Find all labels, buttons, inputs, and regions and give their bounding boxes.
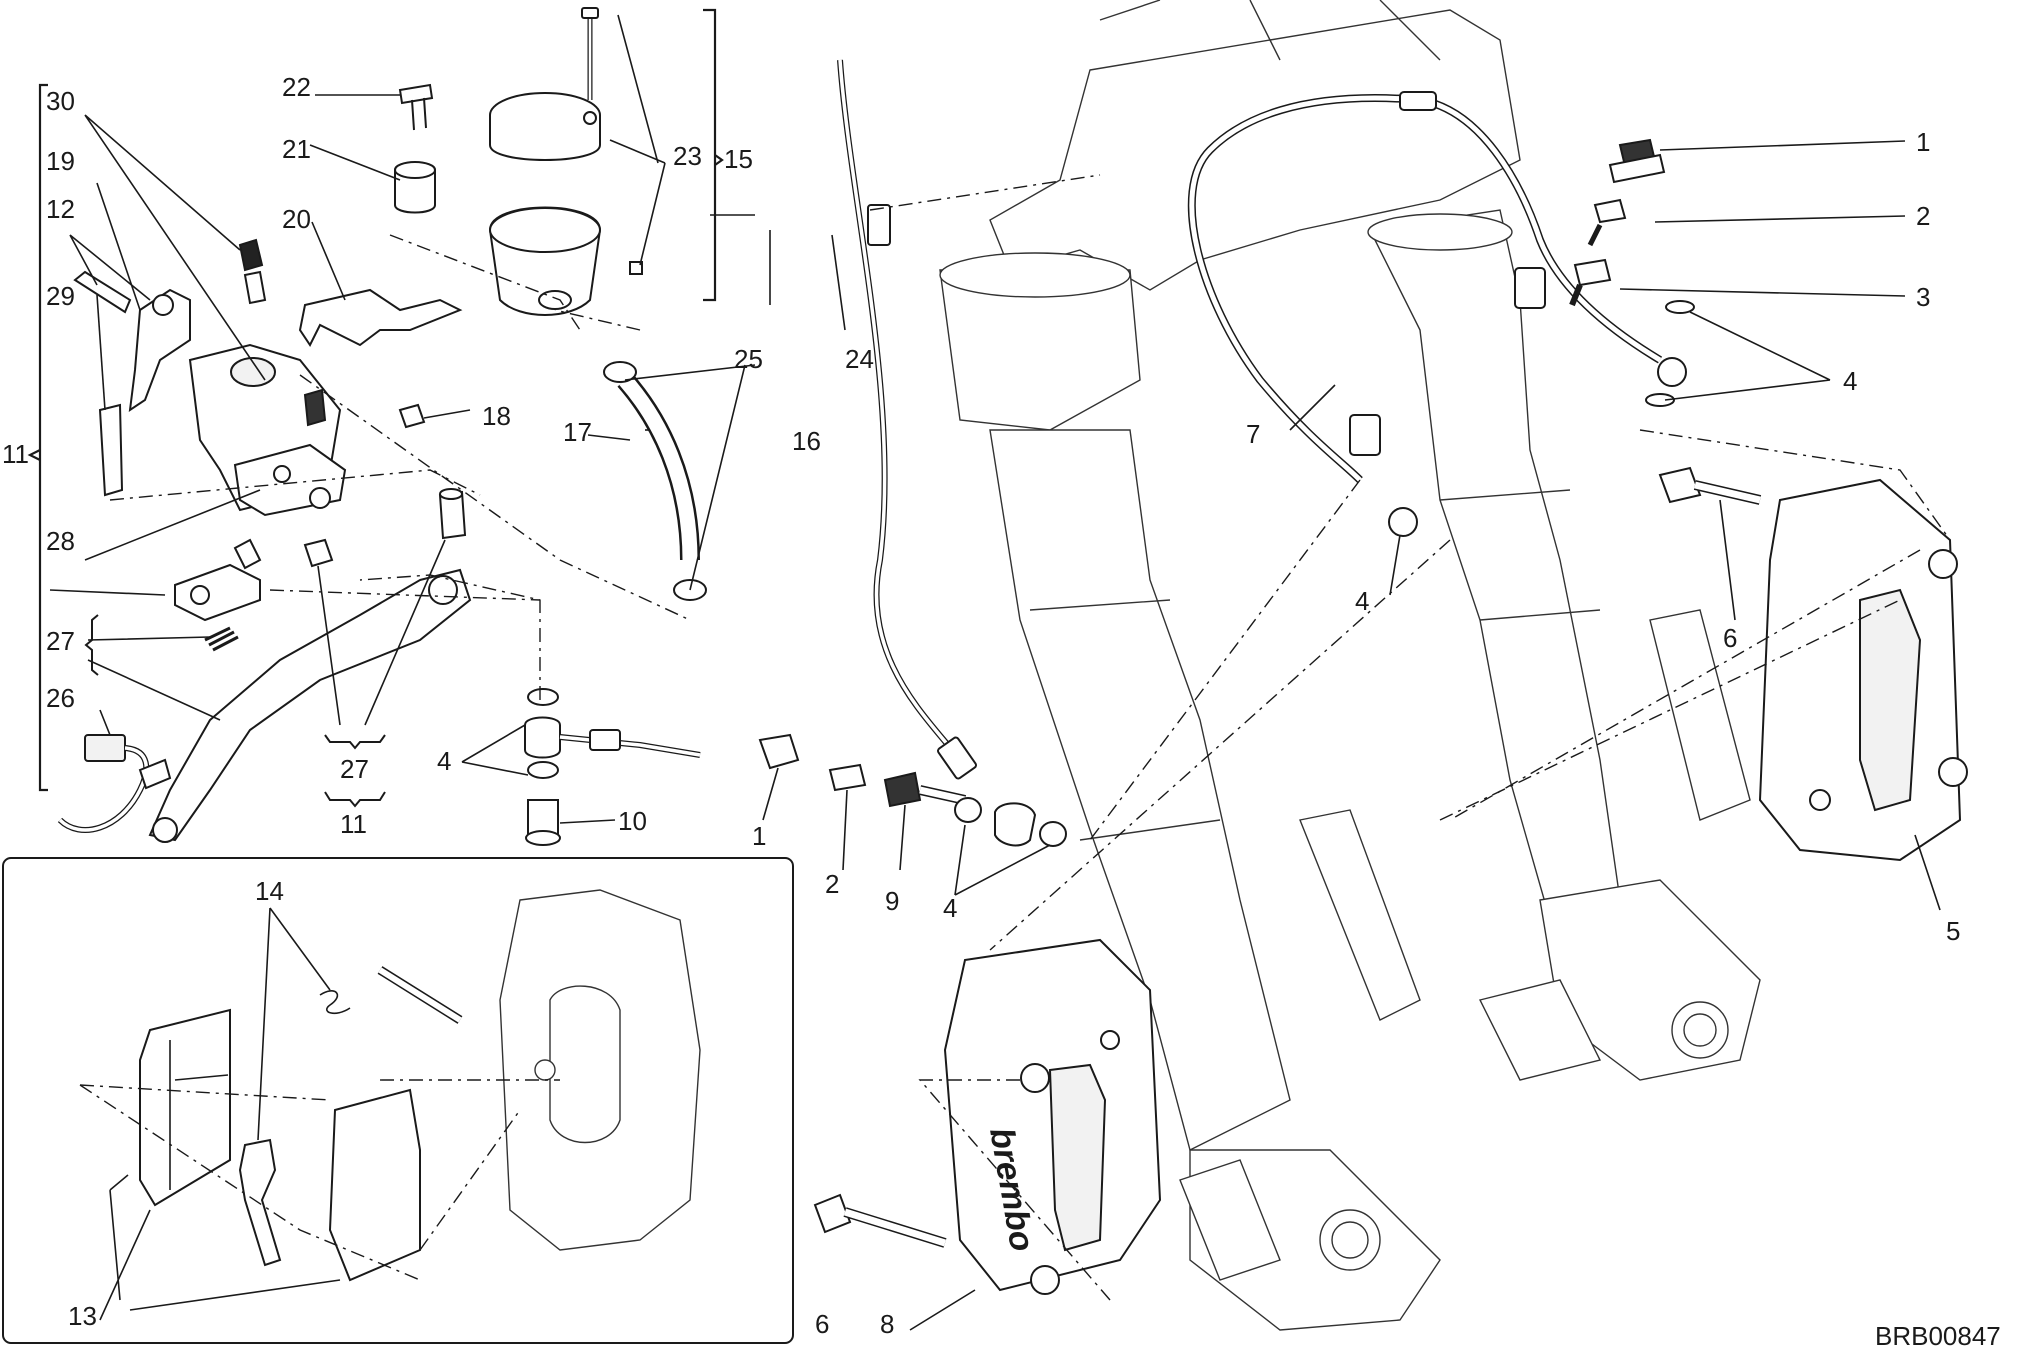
callout-9: 9 (885, 886, 899, 916)
callout-14: 14 (255, 876, 284, 906)
callout-29: 29 (46, 281, 75, 311)
callout-15: 15 (724, 144, 753, 174)
callout-18: 18 (482, 401, 511, 431)
callout-1: 1 (752, 821, 766, 851)
left-caliper-bleed-parts (758, 733, 1067, 847)
bracket-27-left (84, 614, 99, 676)
callout-13: 13 (68, 1301, 97, 1331)
callout-5: 5 (1946, 916, 1960, 946)
callout-19: 19 (46, 146, 75, 176)
callout-21: 21 (282, 134, 311, 164)
callout-1: 1 (1916, 127, 1930, 157)
reservoir-hose-17 (603, 361, 707, 601)
callout-22: 22 (282, 72, 311, 102)
right-caliper (1658, 466, 1968, 862)
brake-pads-inset (2, 857, 794, 1344)
front-fork-assembly (939, 0, 1761, 1331)
bracket-11-lower (324, 791, 386, 808)
callout-27: 27 (46, 626, 75, 656)
left-caliper: brembo (813, 938, 1162, 1295)
callout-11: 11 (2, 439, 29, 469)
callout-8: 8 (880, 1309, 894, 1339)
callout-30: 30 (46, 86, 75, 116)
callout-12: 12 (46, 194, 75, 224)
abs-sensor-cable (837, 59, 977, 780)
callout-4: 4 (437, 746, 451, 776)
callout-3: 3 (1916, 282, 1930, 312)
callout-4: 4 (1843, 366, 1857, 396)
callout-25: 25 (734, 344, 763, 374)
callout-2: 2 (825, 869, 839, 899)
callout-6: 6 (815, 1309, 829, 1339)
callout-28: 28 (46, 526, 75, 556)
callout-7: 7 (1246, 419, 1260, 449)
brake-hose-7 (1187, 91, 1687, 537)
callout-20: 20 (282, 204, 311, 234)
callout-26: 26 (46, 683, 75, 713)
callout-10: 10 (618, 806, 647, 836)
centerlines (79, 174, 1951, 1301)
master-cylinder-banjo (524, 688, 701, 846)
diagram-reference-code: BRB00847 (1875, 1321, 2001, 1351)
right-caliper-bleed-parts (1569, 138, 1695, 407)
brake-fluid-reservoir (298, 7, 643, 429)
callout-4: 4 (1355, 586, 1369, 616)
leader-lines (49, 14, 1941, 1331)
callout-11: 11 (340, 809, 367, 839)
master-cylinder-assembly (27, 83, 472, 843)
callout-27: 27 (340, 754, 369, 784)
callout-17: 17 (563, 417, 592, 447)
bracket-15 (703, 8, 724, 302)
callout-24: 24 (845, 344, 874, 374)
callout-6: 6 (1723, 623, 1737, 653)
callout-4: 4 (943, 893, 957, 923)
bracket-27-11 (324, 734, 386, 750)
callout-labels: 1 2 3 4 5 6 7 4 8 6 9 4 2 1 10 4 27 11 1… (2, 72, 1960, 1339)
callout-16: 16 (792, 426, 821, 456)
callout-23: 23 (673, 141, 702, 171)
callout-2: 2 (1916, 201, 1930, 231)
